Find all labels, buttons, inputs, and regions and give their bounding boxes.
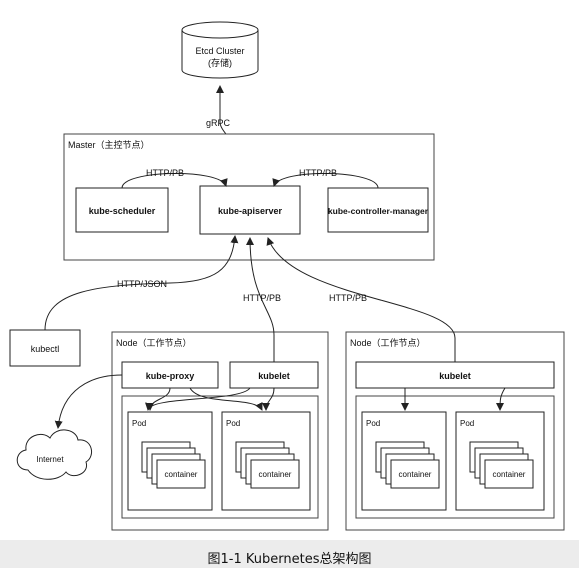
kube-proxy-label: kube-proxy: [146, 371, 195, 381]
kubelet-to-pod2-edge: [262, 387, 275, 411]
kube-controller-manager-label: kube-controller-manager: [328, 206, 429, 216]
kubelet-left-box: [229, 361, 319, 389]
scheduler-to-apiserver-edge: [121, 173, 228, 189]
kubectl-box: [9, 329, 81, 367]
kubelet-left-edge-label: HTTP/PB: [243, 293, 281, 303]
container-box: [484, 459, 534, 489]
diagram-svg: Etcd Cluster (存储) gRPC Master（主控节点） kube…: [9, 21, 565, 531]
etcd-label: Etcd Cluster: [195, 46, 244, 56]
kube-proxy-box: [121, 361, 219, 389]
worker-node-left-title: Node（工作节点）: [116, 337, 192, 348]
kubectl-to-apiserver-edge: [44, 235, 239, 331]
container-label: container: [259, 470, 292, 479]
container-label: container: [493, 470, 526, 479]
container-label: container: [165, 470, 198, 479]
worker-node-right-title: Node（工作节点）: [350, 337, 426, 348]
grpc-label: gRPC: [206, 118, 231, 128]
kube-proxy-to-internet-edge: [54, 374, 123, 429]
pod-label: Pod: [460, 419, 474, 428]
proxy-to-pod2-edge: [189, 387, 263, 411]
kubectl-edge-label: HTTP/JSON: [117, 279, 167, 289]
scheduler-edge-label: HTTP/PB: [146, 168, 184, 178]
pod-label: Pod: [226, 419, 240, 428]
kubelet-to-pod1-edge: [145, 387, 251, 411]
kubelet-right-to-apiserver-edge: [266, 237, 456, 362]
caption-bar: [0, 540, 579, 568]
pod-label: Pod: [132, 419, 146, 428]
kube-scheduler-box: [75, 187, 169, 233]
container-box: [390, 459, 440, 489]
kubelet-right-to-pod2-edge: [496, 387, 506, 411]
etcd-cluster-cylinder: Etcd Cluster (存储): [181, 21, 259, 79]
controller-to-apiserver-edge: [272, 173, 379, 189]
container-label: container: [399, 470, 432, 479]
kube-apiserver-box: [199, 185, 301, 235]
container-box: [156, 459, 206, 489]
figure-caption: 图1-1 Kubernetes总架构图: [207, 552, 372, 567]
kube-scheduler-label: kube-scheduler: [89, 206, 156, 216]
kube-apiserver-label: kube-apiserver: [218, 206, 283, 216]
kube-controller-manager-box: [327, 187, 429, 233]
kubelet-left-to-apiserver-edge: [246, 237, 275, 362]
kubelet-right-edge-label: HTTP/PB: [329, 293, 367, 303]
master-title: Master（主控节点）: [68, 139, 150, 150]
kubectl-label: kubectl: [31, 344, 60, 354]
etcd-sublabel: (存储): [208, 57, 232, 68]
controller-edge-label: HTTP/PB: [299, 168, 337, 178]
internet-label: Internet: [36, 455, 64, 464]
pod-label: Pod: [366, 419, 380, 428]
container-box: [250, 459, 300, 489]
internet-cloud: Internet: [16, 429, 93, 480]
kubelet-right-label: kubelet: [439, 371, 471, 381]
kubelet-left-label: kubelet: [258, 371, 290, 381]
